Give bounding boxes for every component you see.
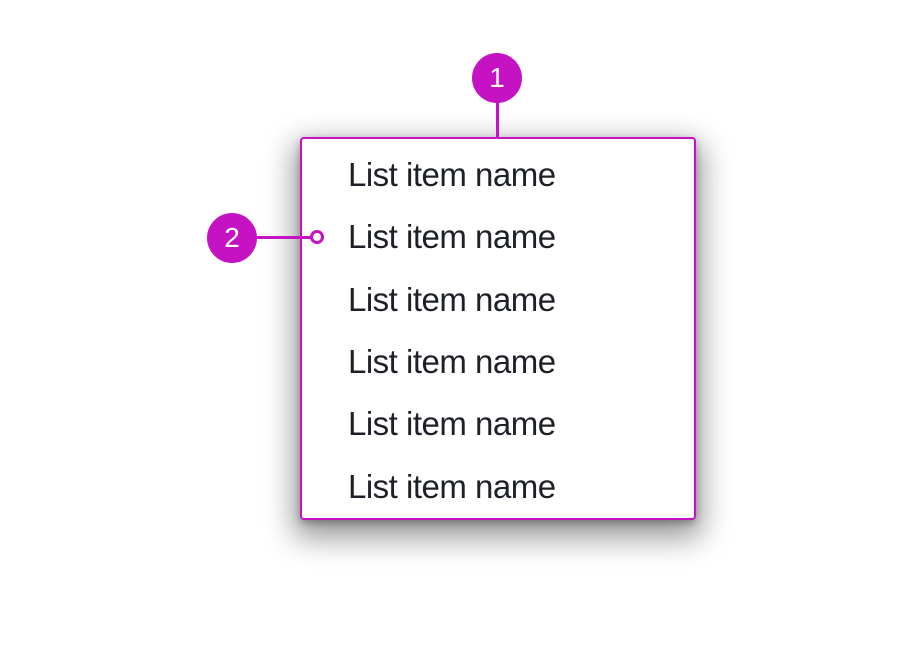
callout-1-connector-line bbox=[496, 98, 499, 139]
list: List item name List item name List item … bbox=[302, 139, 694, 518]
list-item[interactable]: List item name bbox=[302, 456, 694, 518]
list-item-label: List item name bbox=[348, 467, 556, 505]
list-item[interactable]: List item name bbox=[302, 331, 694, 393]
list-item-label: List item name bbox=[348, 280, 556, 318]
list-item-label: List item name bbox=[348, 343, 556, 381]
callout-2-target-marker-icon bbox=[310, 230, 324, 244]
list-item[interactable]: List item name bbox=[302, 144, 694, 206]
list-item-label: List item name bbox=[348, 218, 556, 256]
callout-2-badge: 2 bbox=[207, 213, 257, 263]
list-container: List item name List item name List item … bbox=[300, 137, 696, 520]
callout-2-connector-line bbox=[250, 236, 313, 239]
list-item-label: List item name bbox=[348, 156, 556, 194]
callout-1-badge: 1 bbox=[472, 53, 522, 103]
list-item-label: List item name bbox=[348, 405, 556, 443]
list-item[interactable]: List item name bbox=[302, 269, 694, 331]
list-item[interactable]: List item name bbox=[302, 206, 694, 268]
list-item[interactable]: List item name bbox=[302, 393, 694, 455]
